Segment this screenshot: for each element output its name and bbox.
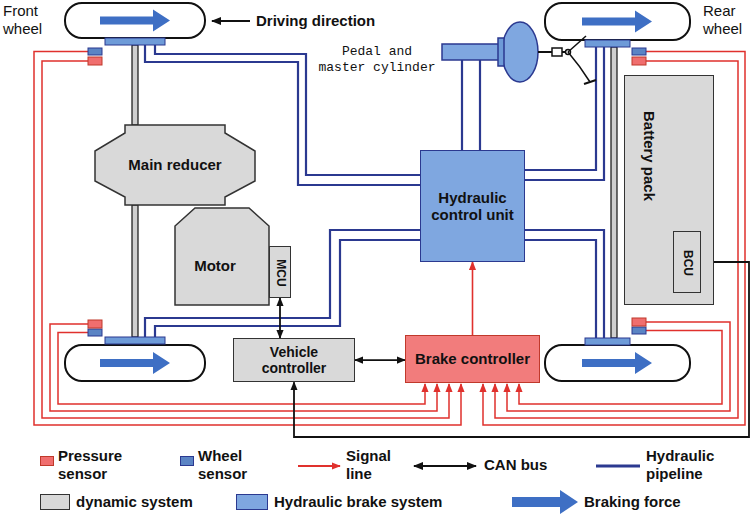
axle <box>611 47 617 338</box>
box-label: Hydraulic control unit <box>425 189 520 224</box>
box-label: MCU <box>275 259 287 286</box>
legend-swatch <box>40 456 54 466</box>
legend-label: Pressure sensor <box>58 447 140 483</box>
signal-line <box>507 322 730 411</box>
pedal-master-cylinder <box>442 44 500 60</box>
wheel <box>545 345 690 381</box>
signal-line <box>58 333 425 405</box>
legend-label: CAN bus <box>484 456 547 474</box>
wheel-sensor <box>88 48 102 55</box>
battery-pack-box: BCU Battery pack <box>624 75 714 305</box>
braking-force-arrow <box>100 352 170 374</box>
signal-line <box>519 331 722 405</box>
hydraulic-pipeline <box>525 240 596 338</box>
wheel-hub <box>585 40 630 47</box>
part-label: Front wheel <box>3 2 59 38</box>
wheel-sensor <box>632 48 646 55</box>
wheel-sensor <box>88 329 102 336</box>
signal-line <box>50 324 437 411</box>
pedal-master-cylinder <box>502 22 538 82</box>
wheel <box>65 3 690 381</box>
wheel <box>65 3 205 38</box>
braking-force-arrow <box>582 352 652 374</box>
wheel-hub <box>105 337 165 344</box>
pedal-master-cylinder <box>568 52 590 82</box>
axle <box>132 45 138 125</box>
wheel-sensor <box>632 327 646 334</box>
pedal-master-cylinder <box>584 80 596 84</box>
box-label: Main reducer <box>128 156 221 173</box>
direction-label: Driving direction <box>256 12 375 30</box>
part-label: Pedal and master cylinder <box>316 44 438 76</box>
legend-line-sample <box>414 465 476 467</box>
box-label: BCU <box>682 250 694 276</box>
brake-controller-box: Brake controller <box>405 335 540 383</box>
legend-label: dynamic system <box>76 493 193 511</box>
housing-outline <box>175 208 269 305</box>
box-label: Vehicle controller <box>238 344 350 376</box>
legend-label: Braking force <box>584 493 681 511</box>
motor-box: MCUMotor <box>175 208 269 305</box>
pedal-master-cylinder <box>442 22 596 84</box>
wheel-hub <box>585 338 630 345</box>
legend-label: Signal line <box>346 447 404 483</box>
main-reducer-box: Main reducer <box>95 125 255 205</box>
legend-swatch <box>40 494 70 510</box>
legend-label: Wheel sensor <box>198 447 260 483</box>
driving-direction-arrow <box>212 20 250 22</box>
housing-outline <box>95 125 255 205</box>
box-label: Motor <box>194 257 236 274</box>
pressure-sensor <box>88 320 102 328</box>
wheel <box>65 345 205 381</box>
pedal-master-cylinder <box>568 36 586 52</box>
hydraulic-pipeline <box>461 60 463 150</box>
can-bus-line <box>279 298 281 338</box>
wheel <box>545 3 690 40</box>
hydraulic-pipeline <box>525 230 604 338</box>
wheel-hub <box>105 38 165 45</box>
pressure-sensor <box>632 57 646 65</box>
braking-force-arrow <box>100 10 170 32</box>
signal-line <box>34 52 745 426</box>
mcu-box: MCU <box>269 246 291 298</box>
wheel-sensor <box>88 48 646 336</box>
legend-swatch <box>180 456 194 466</box>
driving-direction-arrow <box>212 20 250 22</box>
legend-line-sample <box>512 490 578 514</box>
box-label: Battery pack <box>642 111 657 201</box>
legend-label: Hydraulic brake system <box>274 493 442 511</box>
can-bus-line <box>355 359 405 361</box>
hydraulic-pipeline <box>479 60 481 150</box>
pressure-sensor <box>88 57 646 328</box>
axle <box>132 205 138 337</box>
signal-line <box>34 52 461 426</box>
legend-line-sample <box>298 465 340 467</box>
part-label: Rear wheel <box>703 2 751 38</box>
hydraulic-control-unit: Hydraulic control unit <box>420 150 525 262</box>
signal-line <box>42 61 449 418</box>
vehicle-controller-box: Vehicle controller <box>233 338 355 382</box>
hydraulic-pipeline <box>525 47 604 180</box>
bcu-box: BCU <box>673 231 701 293</box>
signal-line <box>472 262 474 335</box>
housing-outline <box>175 208 269 305</box>
legend-label: Hydraulic pipeline <box>646 447 730 483</box>
legend-swatch <box>236 494 268 510</box>
box-label: Brake controller <box>415 350 530 367</box>
pressure-sensor <box>88 57 102 65</box>
pedal-master-cylinder <box>498 38 504 66</box>
pedal-master-cylinder <box>552 48 562 56</box>
braking-force-arrow <box>582 11 652 33</box>
pressure-sensor <box>632 318 646 326</box>
legend-line-sample <box>596 465 640 468</box>
